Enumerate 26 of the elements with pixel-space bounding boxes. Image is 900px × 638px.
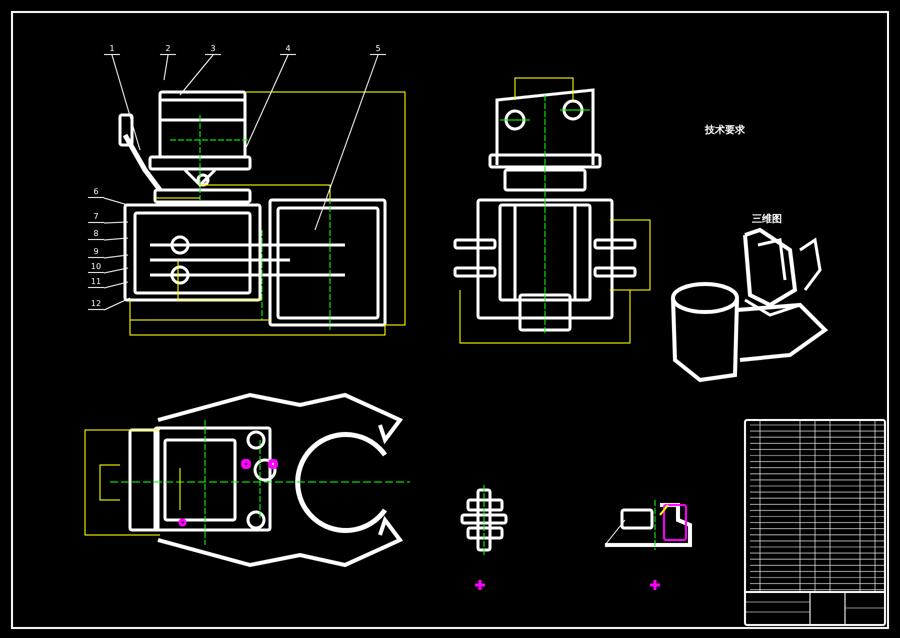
leader-line: [104, 282, 128, 288]
leader-line: [104, 268, 128, 274]
leader-line: [104, 254, 128, 258]
leader-line: [104, 198, 128, 206]
leader-line: [112, 54, 140, 150]
callout-number: 12: [88, 299, 104, 310]
callout-number: 8: [88, 229, 104, 240]
notes-heading: 技术要求: [705, 124, 745, 137]
leader-line: [164, 54, 168, 80]
callout-number: 9: [88, 247, 104, 258]
leader-line: [104, 222, 128, 224]
callout-number: 5: [370, 44, 386, 55]
callout-number: 3: [205, 44, 221, 55]
callout-number: 6: [88, 187, 104, 198]
leader-line: [180, 54, 214, 96]
leader-line: [104, 298, 130, 310]
callout-number: 4: [280, 44, 296, 55]
callout-number: 2: [160, 44, 176, 55]
leader-line: [244, 54, 288, 150]
view-label: 三维图: [752, 212, 782, 226]
callout-number: 10: [88, 262, 104, 273]
leader-line: [104, 238, 128, 240]
callout-number: 7: [88, 212, 104, 223]
leader-line: [314, 54, 378, 230]
callout-number: 1: [104, 44, 120, 55]
callout-number: 11: [88, 277, 104, 288]
